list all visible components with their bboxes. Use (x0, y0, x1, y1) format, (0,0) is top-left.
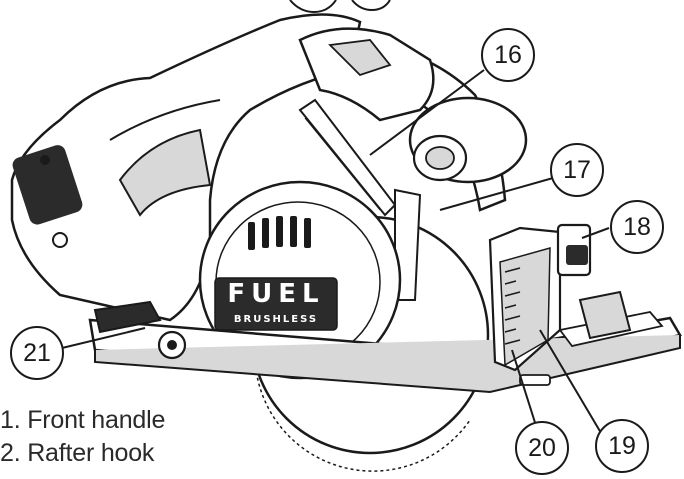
callout-18: 18 (610, 200, 664, 254)
callout-leaders (61, 69, 610, 439)
parts-legend: 1. Front handle 2. Rafter hook (0, 404, 240, 470)
callout-17: 17 (550, 143, 604, 197)
cropped-callout-circles (289, 0, 391, 14)
legend-item-front-handle: 1. Front handle (0, 406, 166, 434)
callout-20-label: 20 (528, 434, 556, 462)
legend-item-rafter-hook: 2. Rafter hook (0, 439, 155, 467)
callout-19-label: 19 (608, 432, 636, 460)
front-handle (298, 27, 528, 184)
callout-21: 21 (10, 326, 64, 380)
callout-19: 19 (595, 419, 649, 473)
rafter-hook (93, 300, 187, 360)
callout-16: 16 (481, 28, 535, 82)
depth-adjust-lever (298, 98, 422, 301)
motor-vents-top (248, 216, 311, 250)
brand-subtitle: BRUSHLESS (234, 314, 318, 325)
callout-21-label: 21 (23, 339, 51, 367)
callout-17-label: 17 (563, 156, 591, 184)
callout-20: 20 (515, 421, 569, 475)
brand-logo: FUEL (227, 279, 324, 309)
saw-body (10, 13, 362, 322)
callout-16-label: 16 (494, 41, 522, 69)
callout-18-label: 18 (623, 213, 651, 241)
